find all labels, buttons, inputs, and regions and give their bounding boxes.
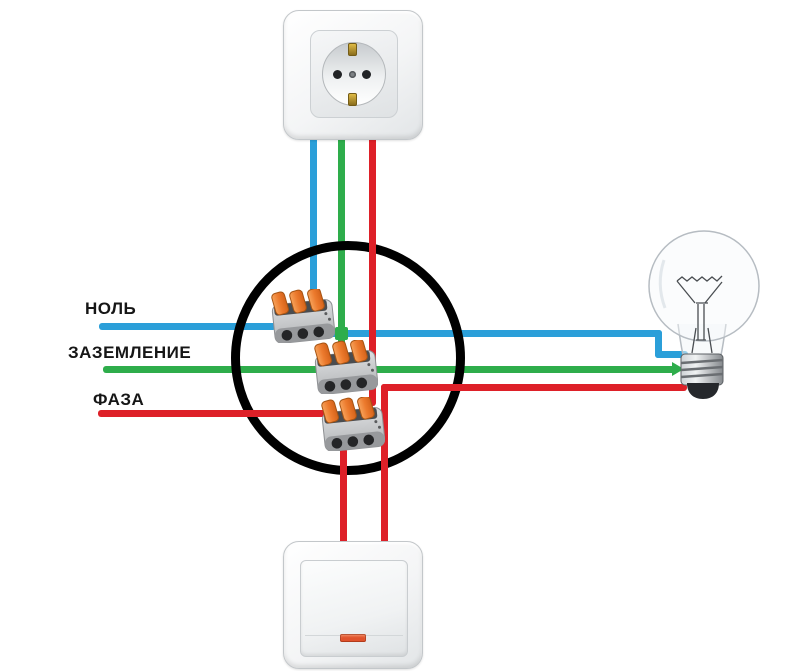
connector-hole xyxy=(313,326,325,338)
neutral-wire-bulb-stub xyxy=(655,351,688,358)
connector-hole xyxy=(340,379,352,390)
socket-ground-clip-bottom xyxy=(348,93,357,106)
phase-wire-label-segment xyxy=(98,410,330,417)
light-bulb xyxy=(648,230,760,399)
neutral-wire-label-segment xyxy=(99,323,276,330)
connector-hole xyxy=(297,328,309,339)
socket-pin-hole-right xyxy=(362,70,371,79)
connector-hole xyxy=(281,329,293,341)
connector-levers xyxy=(321,397,375,424)
bulb-glass xyxy=(648,230,760,356)
socket-inner-plate xyxy=(310,30,398,118)
connector-hole xyxy=(363,434,375,446)
phase-wire-to-bulb xyxy=(381,384,687,391)
bulb-base xyxy=(680,353,724,399)
ground-wire-socket xyxy=(338,134,345,346)
connector-hole xyxy=(347,436,359,447)
connector-hole xyxy=(331,437,343,449)
clamp-connector-phase xyxy=(321,397,385,451)
clamp-connector-ground xyxy=(314,340,378,394)
bulb-filament xyxy=(676,275,723,354)
switch-indicator-light xyxy=(340,634,366,642)
connector-levers xyxy=(314,340,368,367)
bulb-contact-tip xyxy=(687,383,719,399)
connector-hole xyxy=(324,380,336,392)
power-socket xyxy=(283,10,423,140)
clamp-connector-neutral xyxy=(271,289,335,343)
socket-recess xyxy=(322,42,386,106)
label-phase: ФАЗА xyxy=(93,390,145,409)
socket-pin-hole-left xyxy=(333,70,342,79)
wall-switch xyxy=(283,541,423,669)
socket-screw xyxy=(349,71,356,78)
label-ground: ЗАЗЕМЛЕНИЕ xyxy=(68,343,192,362)
neutral-wire-socket xyxy=(310,134,317,294)
label-neutral: НОЛЬ xyxy=(85,299,137,318)
phase-wire-from-switch xyxy=(381,384,388,545)
neutral-wire-drop xyxy=(655,330,662,358)
phase-wire-to-switch xyxy=(340,448,347,545)
socket-ground-clip-top xyxy=(348,43,357,56)
junction-box-circle xyxy=(231,241,465,475)
connector-levers xyxy=(271,289,325,316)
neutral-wire-to-bulb xyxy=(328,330,662,337)
phase-wire-socket xyxy=(369,134,376,406)
switch-rocker[interactable] xyxy=(300,560,408,657)
connector-hole xyxy=(356,377,368,389)
